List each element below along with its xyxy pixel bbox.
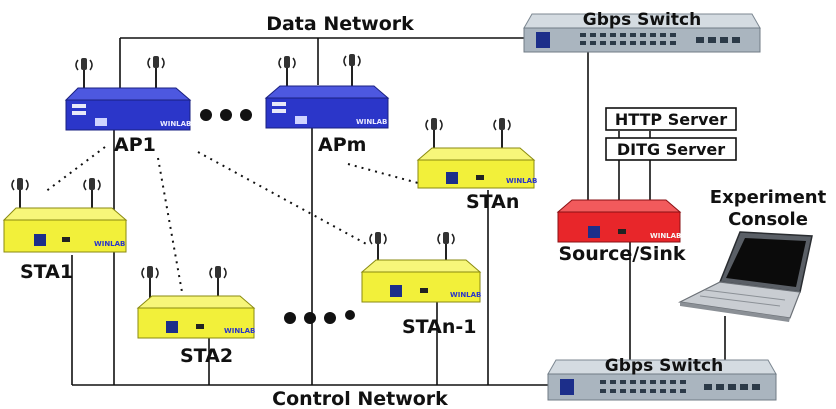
ap-device: WINLAB: [264, 54, 390, 129]
station-brand: WINLAB: [224, 327, 255, 335]
http-server-box: HTTP Server: [605, 107, 737, 131]
ap-brand: WINLAB: [356, 118, 387, 126]
ap1-sta1-link: [44, 146, 106, 193]
station-label: STA2: [180, 345, 233, 367]
bottom-switch-label: Gbps Switch: [605, 356, 723, 376]
ditg-server-box: DITG Server: [605, 137, 737, 161]
ap-label: AP1: [114, 134, 156, 156]
station-brand: WINLAB: [94, 240, 125, 248]
control-network-label: Control Network: [272, 388, 448, 409]
ap-device: WINLAB: [64, 56, 191, 131]
station-label: STAn-1: [402, 316, 477, 338]
bottom-switch: Gbps Switch: [547, 356, 777, 401]
ap-brand: WINLAB: [160, 120, 191, 128]
station-device: WINLAB: [136, 266, 255, 339]
data-network-label: Data Network: [266, 13, 414, 35]
station-brand: WINLAB: [506, 177, 537, 185]
ditg-server-label: DITG Server: [617, 140, 725, 159]
ap1-stan1-link: [197, 151, 371, 247]
source-sink-device: WINLAB: [556, 199, 681, 243]
http-server-label: HTTP Server: [615, 110, 727, 129]
source-sink-brand: WINLAB: [650, 232, 681, 240]
laptop-icon: [678, 231, 813, 322]
station-device: WINLAB: [2, 178, 128, 253]
ap1-sta2-link: [157, 157, 183, 293]
station-device: WINLAB: [416, 118, 537, 189]
station-label: STA1: [20, 261, 73, 283]
station-brand: WINLAB: [450, 291, 481, 299]
station-label: STAn: [466, 191, 519, 213]
station-ellipsis: [284, 310, 355, 324]
ap-label: APm: [318, 134, 366, 156]
top-switch: Gbps Switch: [523, 10, 761, 53]
console-label-line2: Console: [728, 209, 808, 230]
wireless-links: [44, 146, 419, 293]
apm-stan-link: [347, 163, 419, 184]
console-label-line1: Experiment: [710, 187, 827, 208]
source-sink-label: Source/Sink: [558, 243, 685, 265]
station-device: WINLAB: [360, 232, 481, 303]
ap-ellipsis: [200, 109, 252, 121]
cabling: [71, 37, 726, 386]
top-switch-label: Gbps Switch: [583, 10, 701, 30]
